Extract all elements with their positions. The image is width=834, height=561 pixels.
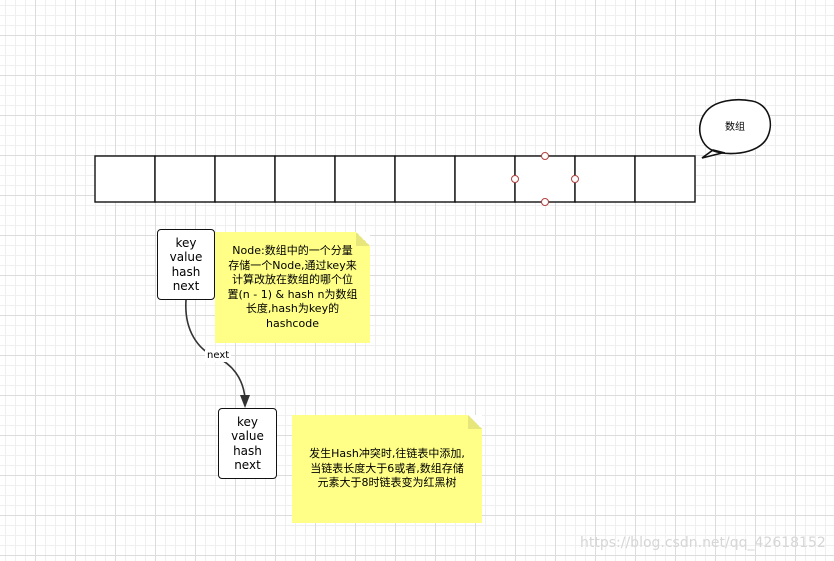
- node-field-hash: hash: [233, 443, 262, 458]
- selection-handle[interactable]: [541, 152, 549, 160]
- node-field-value: value: [231, 429, 264, 443]
- sticky-note-node[interactable]: Node:数组中的一个分量 存储一个Node,通过key来 计算改放在数组的哪个…: [215, 232, 370, 343]
- array-cell[interactable]: [454, 155, 516, 203]
- array-cell[interactable]: [634, 155, 696, 203]
- array-cell[interactable]: [94, 155, 156, 203]
- node-field-next: next: [172, 279, 200, 293]
- array-cell[interactable]: [574, 155, 636, 203]
- node-field-next: next: [234, 458, 261, 472]
- array[interactable]: [94, 155, 696, 203]
- node-box-2[interactable]: key value hash next: [218, 408, 277, 479]
- array-cell[interactable]: [154, 155, 216, 203]
- node-box-1[interactable]: key value hash next: [157, 229, 215, 300]
- sticky-note-collision[interactable]: 发生Hash冲突时,往链表中添加, 当链表长度大于6或者,数组存储 元素大于8时…: [292, 415, 482, 523]
- note-text: 发生Hash冲突时,往链表中添加, 当链表长度大于6或者,数组存储 元素大于8时…: [309, 447, 465, 490]
- array-cell[interactable]: [514, 155, 576, 203]
- node-field-key: key: [175, 235, 197, 250]
- array-cell[interactable]: [394, 155, 456, 203]
- watermark: https://blog.csdn.net/qq_42618152: [580, 535, 826, 551]
- selection-handle[interactable]: [511, 175, 519, 183]
- array-cell[interactable]: [274, 155, 336, 203]
- array-label: 数组: [725, 122, 745, 133]
- node-field-value: value: [169, 250, 203, 264]
- node-field-hash: hash: [171, 264, 201, 279]
- node-field-key: key: [236, 414, 258, 429]
- note-text: Node:数组中的一个分量 存储一个Node,通过key来 计算改放在数组的哪个…: [227, 244, 358, 330]
- array-cell[interactable]: [214, 155, 276, 203]
- next-edge-label: next: [205, 350, 232, 362]
- selection-handles[interactable]: [511, 152, 579, 206]
- speech-bubble[interactable]: [698, 98, 772, 159]
- array-cell[interactable]: [334, 155, 396, 203]
- connector-arrowhead: [240, 395, 250, 408]
- selection-handle[interactable]: [571, 175, 579, 183]
- selection-handle[interactable]: [541, 198, 549, 206]
